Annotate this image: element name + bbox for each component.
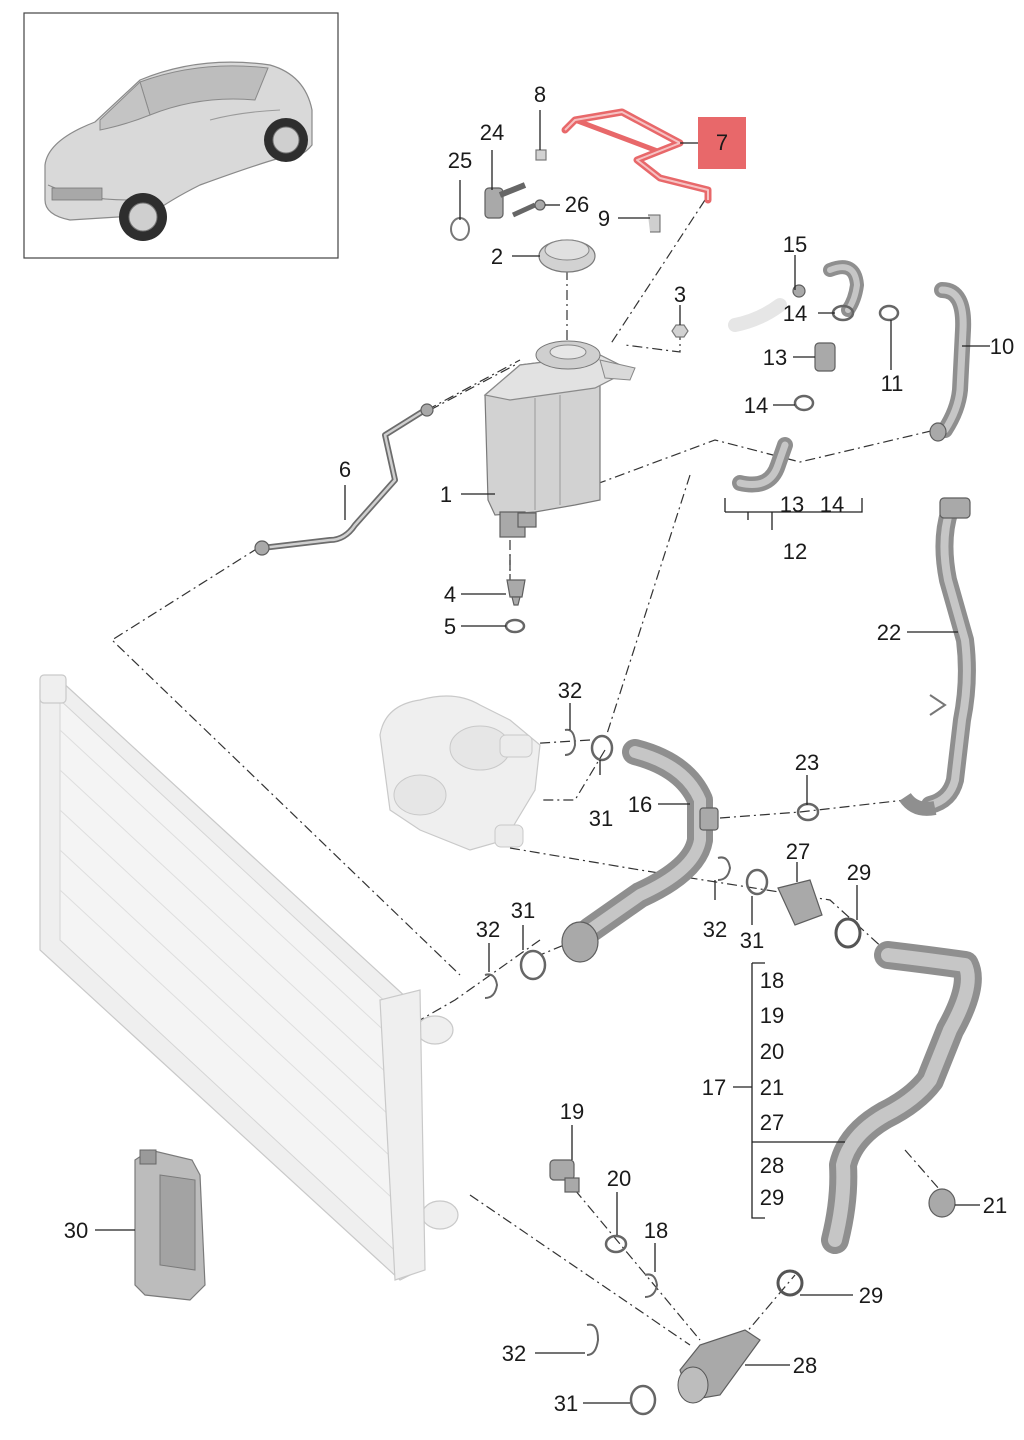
label-32b[interactable]: 32 xyxy=(476,917,500,942)
label-29c[interactable]: 29 xyxy=(859,1283,883,1308)
label-13[interactable]: 13 xyxy=(763,345,787,370)
label-21b[interactable]: 21 xyxy=(983,1193,1007,1218)
label-27b[interactable]: 27 xyxy=(760,1110,784,1135)
label-29b[interactable]: 29 xyxy=(760,1185,784,1210)
label-18b[interactable]: 18 xyxy=(644,1218,668,1243)
hose-22 xyxy=(899,497,976,816)
label-12[interactable]: 12 xyxy=(783,539,807,564)
connector-28 xyxy=(677,1329,761,1404)
label-20[interactable]: 20 xyxy=(760,1039,784,1064)
label-22[interactable]: 22 xyxy=(877,620,901,645)
label-20b[interactable]: 20 xyxy=(607,1166,631,1191)
pipe-6 xyxy=(254,403,434,556)
label-19[interactable]: 19 xyxy=(760,1003,784,1028)
label-25[interactable]: 25 xyxy=(448,148,472,173)
label-21[interactable]: 21 xyxy=(760,1075,784,1100)
label-31c[interactable]: 31 xyxy=(740,928,764,953)
label-4[interactable]: 4 xyxy=(444,582,456,607)
label-17[interactable]: 17 xyxy=(702,1075,726,1100)
car-thumbnail xyxy=(23,12,339,259)
leader-lines xyxy=(95,110,990,1404)
label-24[interactable]: 24 xyxy=(480,120,504,145)
small-parts-top xyxy=(450,149,689,338)
highlight-box-7 xyxy=(698,117,746,169)
hose-assembly-12 xyxy=(728,260,900,493)
clamp-21 xyxy=(776,1188,956,1297)
label-26[interactable]: 26 xyxy=(565,192,589,217)
label-7[interactable]: 7 xyxy=(716,130,728,155)
part-7-vent-pipe[interactable] xyxy=(561,108,712,204)
label-9[interactable]: 9 xyxy=(598,206,610,231)
expansion-tank xyxy=(483,340,636,538)
label-32c[interactable]: 32 xyxy=(703,917,727,942)
label-14c[interactable]: 14 xyxy=(820,492,844,517)
label-13b[interactable]: 13 xyxy=(780,492,804,517)
callout-labels: 7 8 24 25 26 9 2 3 15 14 13 14 11 10 1 6… xyxy=(64,82,1014,1416)
hose-16 xyxy=(561,739,719,963)
radiator xyxy=(39,674,459,1281)
label-28[interactable]: 28 xyxy=(760,1153,784,1178)
label-31b[interactable]: 31 xyxy=(511,898,535,923)
label-10[interactable]: 10 xyxy=(990,334,1014,359)
label-3[interactable]: 3 xyxy=(674,282,686,307)
clips-and-rings xyxy=(484,728,769,1416)
sensor-19 xyxy=(549,1159,580,1193)
label-11[interactable]: 11 xyxy=(881,371,904,396)
label-2[interactable]: 2 xyxy=(491,244,503,269)
label-1[interactable]: 1 xyxy=(440,482,452,507)
label-28b[interactable]: 28 xyxy=(793,1353,817,1378)
coolant-bottle-icon xyxy=(134,1149,206,1301)
label-23[interactable]: 23 xyxy=(795,750,819,775)
label-27[interactable]: 27 xyxy=(786,839,810,864)
label-14b[interactable]: 14 xyxy=(744,393,768,418)
label-31d[interactable]: 31 xyxy=(554,1391,578,1416)
water-pump xyxy=(379,695,541,851)
label-8[interactable]: 8 xyxy=(534,82,546,107)
label-15[interactable]: 15 xyxy=(783,232,807,257)
drain-parts xyxy=(504,579,526,634)
hose-17 xyxy=(821,941,982,1254)
hose-10 xyxy=(929,282,972,442)
label-6[interactable]: 6 xyxy=(339,457,351,482)
label-19b[interactable]: 19 xyxy=(560,1099,584,1124)
fitting-27 xyxy=(777,879,862,949)
label-14a[interactable]: 14 xyxy=(783,301,807,326)
label-18[interactable]: 18 xyxy=(760,968,784,993)
clamp-23 xyxy=(796,802,820,822)
label-5[interactable]: 5 xyxy=(444,614,456,639)
label-32d[interactable]: 32 xyxy=(502,1341,526,1366)
label-32a[interactable]: 32 xyxy=(558,678,582,703)
label-16[interactable]: 16 xyxy=(628,792,652,817)
label-30[interactable]: 30 xyxy=(64,1218,88,1243)
label-31a[interactable]: 31 xyxy=(589,806,613,831)
label-29a[interactable]: 29 xyxy=(847,860,871,885)
